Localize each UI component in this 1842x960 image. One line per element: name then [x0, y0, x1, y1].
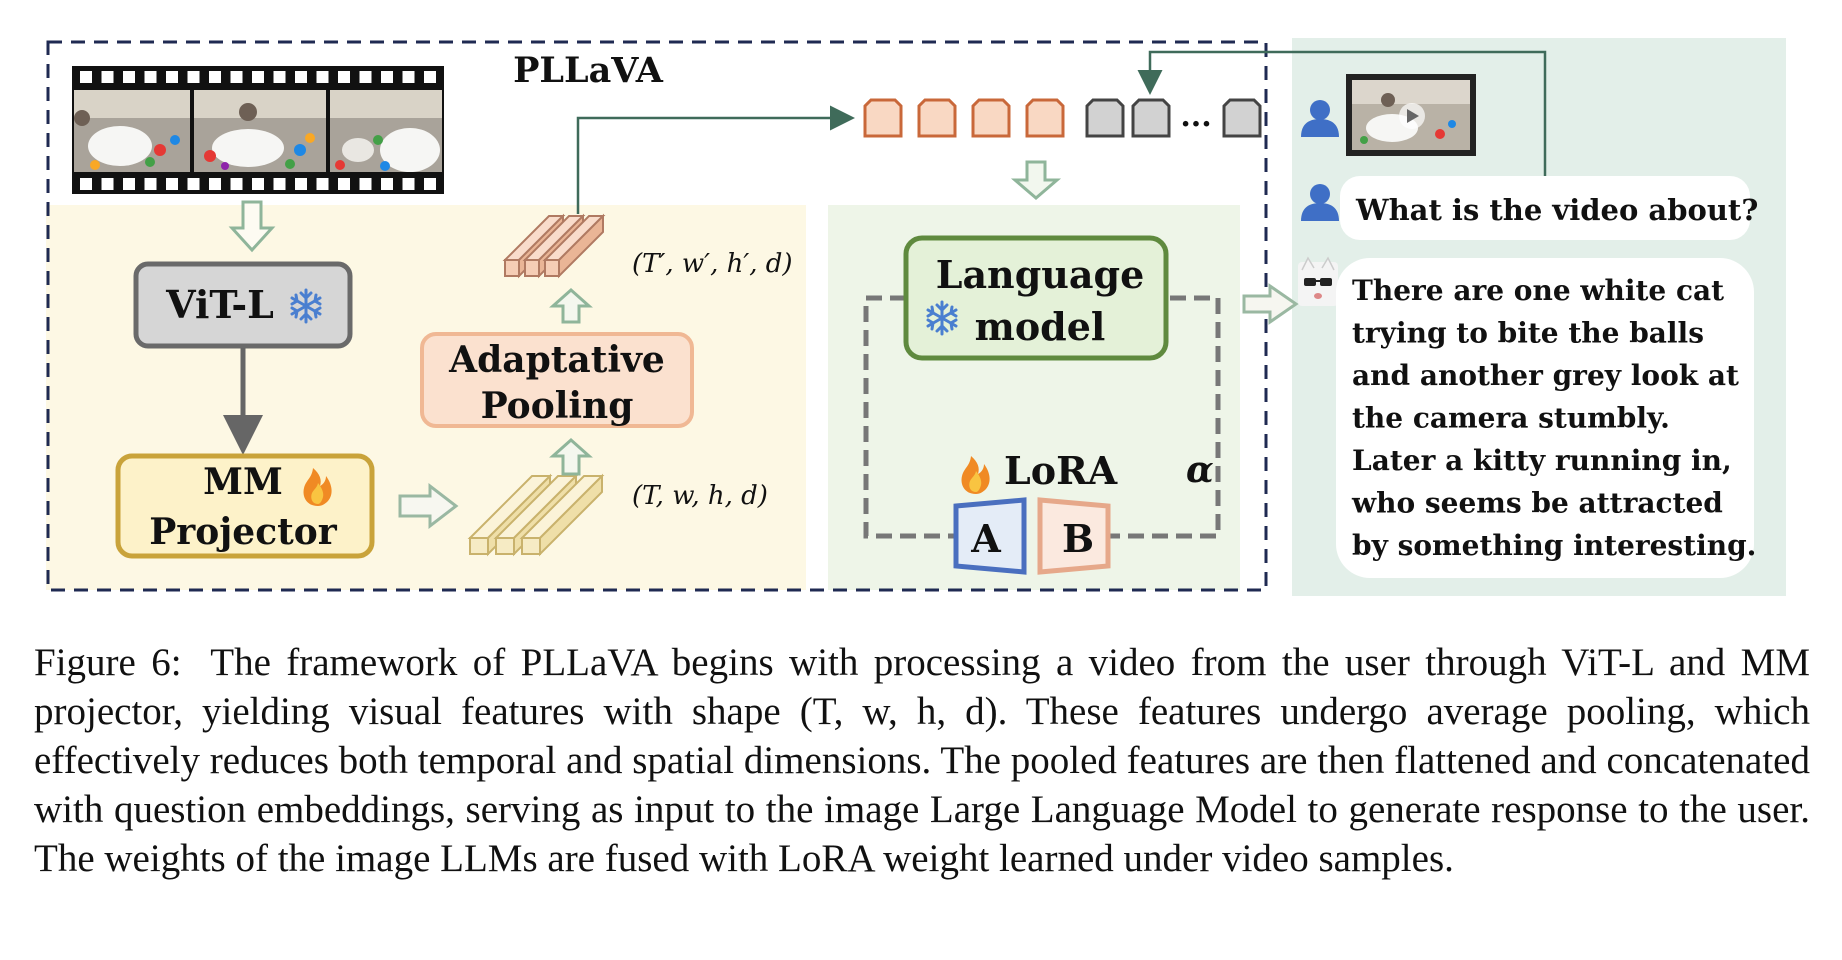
tokens-to-llm-arrow — [1010, 160, 1062, 200]
diagram-title: PLLaVA — [513, 50, 664, 91]
answer-line: by something interesting. — [1352, 529, 1756, 562]
sprocket-hole — [338, 178, 350, 190]
sprocket-hole — [230, 71, 243, 83]
sprocket-hole — [144, 71, 157, 83]
lora-alpha: α — [1186, 449, 1214, 491]
question-bubble — [1340, 176, 1750, 240]
lora-matrix-b: B — [1037, 497, 1111, 575]
text-token — [1222, 98, 1262, 138]
user-video-thumbnail — [1346, 74, 1476, 156]
answer-bubble — [1336, 258, 1754, 578]
sprocket-hole — [123, 178, 135, 190]
llm-label-line2: model — [975, 304, 1106, 349]
pooling-label-line1: Adaptative — [448, 339, 665, 381]
language-model: Language model — [903, 235, 1169, 361]
pooled-shape-label: (T′, w′, h′, d) — [632, 249, 793, 279]
answer-line: who seems be attracted — [1351, 487, 1723, 520]
answer-line: Later a kitty running in, — [1352, 444, 1732, 477]
sprocket-hole — [316, 71, 329, 83]
video-film-strip — [72, 66, 444, 194]
sprocket-hole — [295, 71, 307, 83]
answer-text: There are one white cat trying to bite th… — [1351, 274, 1756, 562]
vit-l-encoder: ViT-L — [133, 261, 353, 349]
video-to-encoder-arrow — [228, 200, 276, 253]
pooled-features-tensor — [502, 213, 606, 279]
token-sequence: ... — [863, 98, 1262, 138]
visual-token — [917, 98, 957, 138]
sprocket-hole — [273, 178, 286, 190]
lora-b-label: B — [1062, 516, 1094, 561]
sprocket-hole — [123, 71, 135, 83]
pooling-label-line2: Pooling — [481, 385, 634, 427]
pooling-to-pooled-arrow — [549, 287, 593, 324]
sprocket-hole — [402, 178, 415, 190]
sprocket-hole — [381, 71, 393, 83]
visual-token — [971, 98, 1011, 138]
question-text: What is the video about? — [1355, 193, 1758, 227]
sprocket-hole — [187, 178, 200, 190]
video-frame-2 — [194, 90, 326, 172]
sprocket-hole — [209, 71, 221, 83]
features-shape-label: (T, w, h, d) — [632, 481, 768, 511]
projector-label-line1: MM — [203, 461, 283, 503]
sprocket-hole — [359, 71, 372, 83]
video-frame-1 — [74, 90, 190, 172]
answer-line: and another grey look at — [1352, 359, 1739, 392]
sprocket-hole — [359, 178, 372, 190]
sprocket-hole — [424, 71, 436, 83]
sprocket-hole — [338, 71, 350, 83]
llm-to-response-arrow — [1242, 283, 1299, 325]
figure-caption-text: The framework of PLLaVA begins with proc… — [34, 641, 1810, 880]
sprocket-hole — [252, 178, 264, 190]
visual-token — [1025, 98, 1065, 138]
sprocket-hole — [187, 71, 200, 83]
lora-a-label: A — [970, 516, 1001, 561]
sprocket-hole — [316, 178, 329, 190]
sprocket-hole — [424, 178, 436, 190]
question-to-tokens-arrow — [1137, 50, 1547, 188]
vit-l-label: ViT-L — [165, 282, 274, 327]
projector-to-features-arrow — [398, 482, 459, 530]
sprocket-hole — [166, 178, 178, 190]
sprocket-hole — [295, 178, 307, 190]
sprocket-hole — [230, 178, 243, 190]
answer-line: the camera stumbly. — [1352, 402, 1670, 435]
llm-label-line1: Language — [936, 252, 1145, 297]
sprocket-hole — [209, 178, 221, 190]
adaptive-pooling: Adaptative Pooling — [420, 332, 694, 428]
text-token — [1085, 98, 1125, 138]
features-to-pooling-arrow — [549, 437, 593, 476]
mm-projector: MM Projector — [115, 453, 375, 559]
feature-bar — [519, 473, 605, 557]
lora-matrix-a: A — [953, 497, 1027, 575]
sprocket-hole — [381, 178, 393, 190]
answer-line: There are one white cat — [1352, 274, 1724, 307]
sprocket-hole — [273, 71, 286, 83]
pllava-frame — [46, 40, 1268, 592]
lora-label: LoRA — [1004, 448, 1118, 493]
sprocket-hole — [144, 178, 157, 190]
sprocket-hole — [80, 71, 92, 83]
sprocket-hole — [101, 71, 114, 83]
visual-token — [863, 98, 903, 138]
assistant-avatar — [1298, 256, 1338, 306]
figure-caption: Figure 6: The framework of PLLaVA begins… — [34, 638, 1810, 883]
lora-bypass-loop — [863, 295, 1221, 539]
sprocket-hole — [402, 71, 415, 83]
answer-line: trying to bite the balls — [1352, 317, 1704, 350]
token-ellipsis: ... — [1180, 99, 1211, 134]
pooled-to-tokens-arrow — [576, 105, 855, 214]
feature-bar — [542, 213, 606, 279]
sprocket-hole — [80, 178, 92, 190]
text-token — [1131, 98, 1171, 138]
sprocket-hole — [101, 178, 114, 190]
visual-features-tensor — [467, 473, 605, 557]
sprocket-hole — [252, 71, 264, 83]
figure-label: Figure 6: — [34, 641, 182, 684]
projector-label-line2: Projector — [149, 511, 338, 553]
sprocket-hole — [166, 71, 178, 83]
video-frame-3 — [330, 90, 442, 172]
